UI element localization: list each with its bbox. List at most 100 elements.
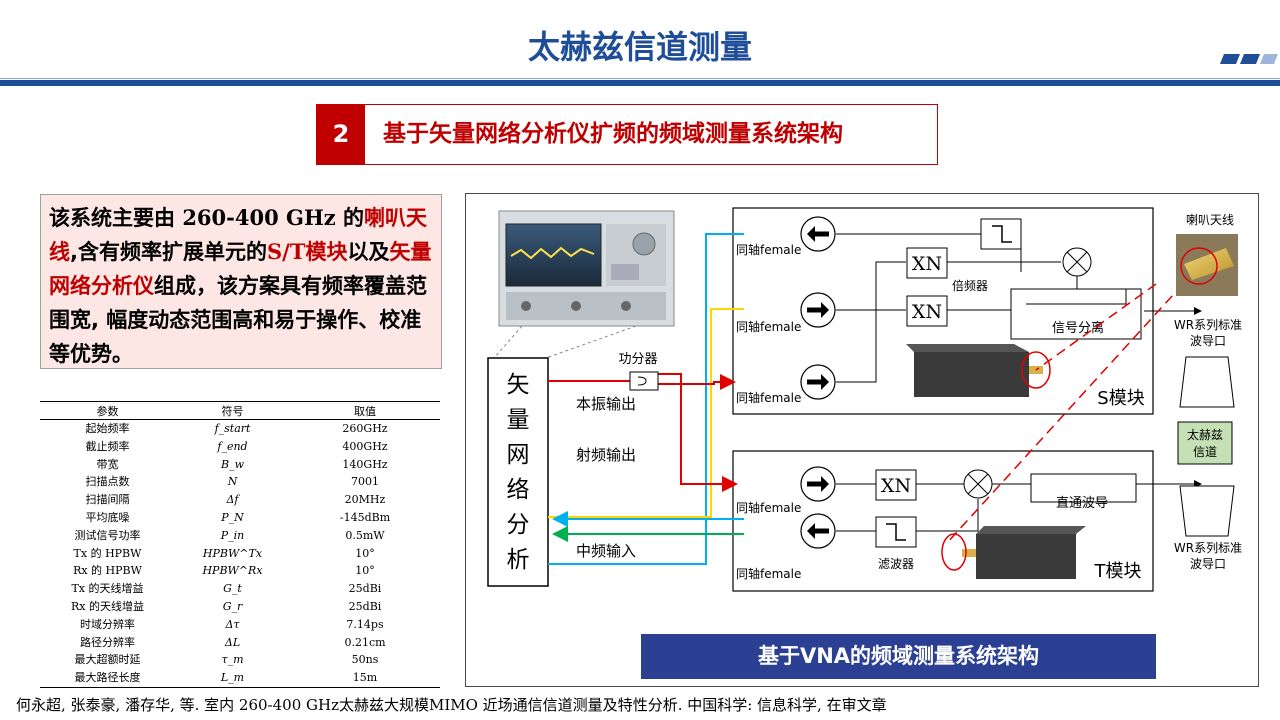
- table-row: 测试信号功率 P_in 0.5mW: [40, 527, 440, 545]
- waveguide-port-label: 波导口: [1190, 334, 1226, 348]
- param-value-cell: 7001: [351, 475, 379, 489]
- param-value-cell: 140GHz: [342, 457, 388, 471]
- vna-label-char: 分: [507, 512, 530, 538]
- if-input-label: 中频输入: [576, 542, 636, 560]
- signal-split-label: 信号分离: [1052, 320, 1104, 336]
- vna-label-char: 络: [507, 477, 530, 503]
- s-multiplier-2: [906, 295, 948, 327]
- architecture-diagram: 矢量网络分析 功分器 本振输出 射频输出 中频输入: [465, 193, 1259, 687]
- param-value-cell: 50ns: [351, 653, 379, 667]
- section-number: 2: [317, 105, 365, 164]
- citation: 何永超, 张泰豪, 潘存华, 等. 室内 260-400 GHz太赫兹大规模MI…: [16, 696, 887, 714]
- param-name-cell: Rx 的天线增益: [71, 599, 144, 613]
- through-waveguide-box: [1030, 473, 1137, 503]
- param-name-cell: 扫描点数: [85, 475, 130, 489]
- param-value-cell: 20MHz: [344, 493, 386, 507]
- title-rule-thin: [0, 78, 1280, 79]
- table-row: 扫描间隔 Δf 20MHz: [40, 491, 440, 509]
- param-symbol-cell: f_start: [214, 422, 251, 435]
- waveguide-port-label: WR系列标准: [1174, 318, 1242, 332]
- table-row: 扫描点数 N 7001: [40, 473, 440, 491]
- lo-output-label: 本振输出: [576, 395, 636, 413]
- param-value-cell: 260GHz: [342, 422, 388, 435]
- section-title: 基于矢量网络分析仪扩频的频域测量系统架构: [383, 121, 843, 147]
- param-name-cell: 最大超额时延: [74, 653, 141, 667]
- red-lo-line-t: [656, 373, 738, 492]
- param-value-cell: 15m: [290, 669, 440, 688]
- right-arrow-icon: [800, 292, 836, 328]
- s-port-highlight: [1021, 351, 1051, 389]
- coax-label: 同轴female: [736, 242, 801, 257]
- description-text: 该系统主要由 260-400 GHz 的喇叭天线,含有频率扩展单元的S/T模块以…: [49, 205, 432, 366]
- diagram-canvas: 矢量网络分析 功分器 本振输出 射频输出 中频输入: [487, 207, 1242, 592]
- param-symbol-cell: G_r: [222, 599, 243, 613]
- thz-channel-label: 太赫兹: [1187, 427, 1223, 442]
- param-name-cell: 路径分辨率: [80, 635, 135, 649]
- param-value-cell: 400GHz: [342, 439, 388, 453]
- param-value-cell: 25dBi: [348, 582, 382, 596]
- t-module-label: T模块: [1094, 561, 1142, 582]
- param-name-cell: Tx 的天线增益: [71, 582, 144, 596]
- thz-beam-line: [945, 283, 1184, 545]
- param-name-cell: Tx 的 HPBW: [73, 546, 142, 560]
- param-name-cell: 平均底噪: [85, 510, 130, 524]
- corner-decoration: [1220, 54, 1278, 64]
- filter-label: 滤波器: [878, 557, 914, 571]
- param-symbol-cell: HPBW^Tx: [202, 546, 263, 560]
- param-symbol-cell: Δτ: [225, 617, 240, 631]
- signal-split-box: [1010, 288, 1142, 340]
- power-splitter: [629, 371, 659, 391]
- s-module-label: S模块: [1097, 388, 1144, 409]
- multiplier-label: 倍频器: [952, 278, 988, 293]
- vna-label-char: 量: [507, 407, 530, 433]
- param-value-cell: 10°: [355, 564, 375, 578]
- coax-label: 同轴female: [736, 566, 801, 581]
- param-name-cell: 截止频率: [85, 439, 130, 453]
- table-header: 参数: [40, 401, 175, 420]
- right-arrow-icon: [800, 466, 836, 502]
- left-arrow-icon: [800, 216, 836, 252]
- param-name-cell: 扫描间隔: [85, 493, 130, 507]
- s-waveguide-horn-icon: [1179, 356, 1235, 408]
- param-symbol-cell: P_in: [220, 528, 245, 542]
- t-module-photo: [962, 526, 1086, 579]
- highlight-st-module: S/T模块: [266, 239, 348, 264]
- param-symbol-cell: N: [227, 475, 238, 489]
- s-filter-box: [980, 218, 1022, 250]
- param-name-cell: 时域分辨率: [80, 617, 135, 631]
- yellow-rf-line: [548, 308, 744, 518]
- param-value-cell: 10°: [355, 546, 375, 560]
- param-name-cell: 最大路径长度: [40, 669, 175, 688]
- svg-text:XN: XN: [912, 253, 942, 275]
- param-symbol-cell: G_t: [223, 582, 242, 596]
- thz-channel-label: 信道: [1193, 445, 1217, 459]
- red-lo-line-s: [656, 374, 736, 390]
- section-heading: 2 基于矢量网络分析仪扩频的频域测量系统架构: [316, 104, 938, 165]
- horn-highlight: [1180, 247, 1218, 285]
- right-arrow-icon: [800, 364, 836, 400]
- thz-channel-box: [1177, 421, 1233, 465]
- param-name-cell: 测试信号功率: [74, 528, 141, 542]
- svg-text:XN: XN: [912, 301, 942, 323]
- waveguide-port-label: 波导口: [1190, 557, 1226, 571]
- rf-output-label: 射频输出: [576, 446, 636, 464]
- table-row: Rx 的 HPBW HPBW^Rx 10°: [40, 562, 440, 580]
- coax-label: 同轴female: [736, 500, 801, 515]
- t-waveguide-horn-icon: [1179, 485, 1235, 537]
- s-multiplier-1: [906, 247, 948, 279]
- param-value-cell: 0.5mW: [345, 528, 385, 542]
- power-splitter-label: 功分器: [618, 352, 657, 367]
- left-arrow-icon: [800, 513, 836, 549]
- coax-label: 同轴female: [736, 319, 801, 334]
- svg-text:XN: XN: [881, 475, 911, 497]
- param-symbol-cell: Δf: [226, 493, 239, 507]
- horn-antenna-photo: [1176, 234, 1238, 296]
- param-name-cell: Rx 的 HPBW: [73, 564, 142, 578]
- param-symbol-cell: HPBW^Rx: [202, 564, 263, 578]
